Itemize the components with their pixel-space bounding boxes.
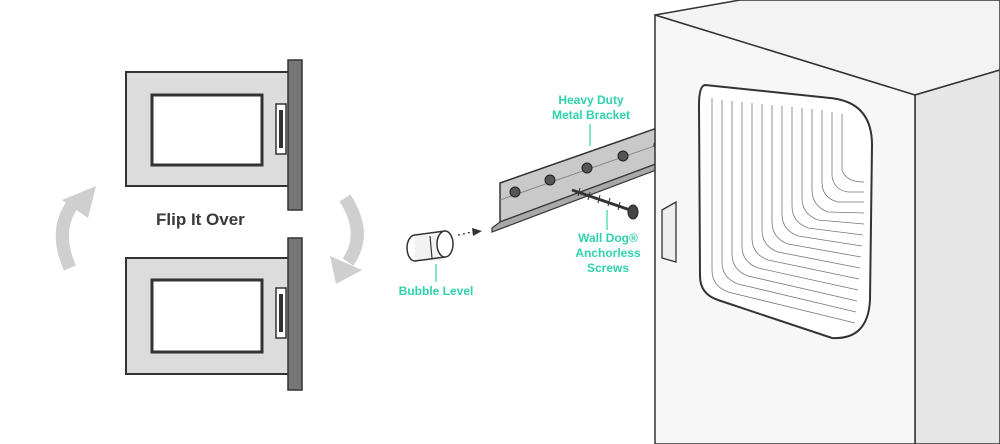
curved-arrow-up-icon [55, 186, 96, 271]
insert-arrow [457, 228, 482, 236]
bracket-callout-line-1: Heavy Duty [558, 93, 624, 107]
bracket-callout-line-2: Metal Bracket [551, 108, 631, 122]
screw-icon [571, 187, 639, 220]
level-callout: Bubble Level [398, 284, 474, 298]
screws-callout-line-2: Anchorless [575, 246, 641, 260]
screws-callout-line-3: Screws [586, 261, 630, 275]
bracket-callout: Heavy Duty Metal Bracket [543, 93, 639, 123]
frame-top [125, 59, 303, 211]
bubble-level [406, 230, 454, 262]
step-title: Flip It Over [156, 210, 245, 229]
curved-arrow-down-icon [330, 194, 364, 284]
screws-callout: Wall Dog® Anchorless Screws [568, 231, 648, 276]
frame-bottom [125, 237, 303, 391]
screws-callout-line-1: Wall Dog® [578, 231, 638, 245]
wall-box [654, 0, 1000, 444]
metal-bracket [491, 118, 681, 233]
